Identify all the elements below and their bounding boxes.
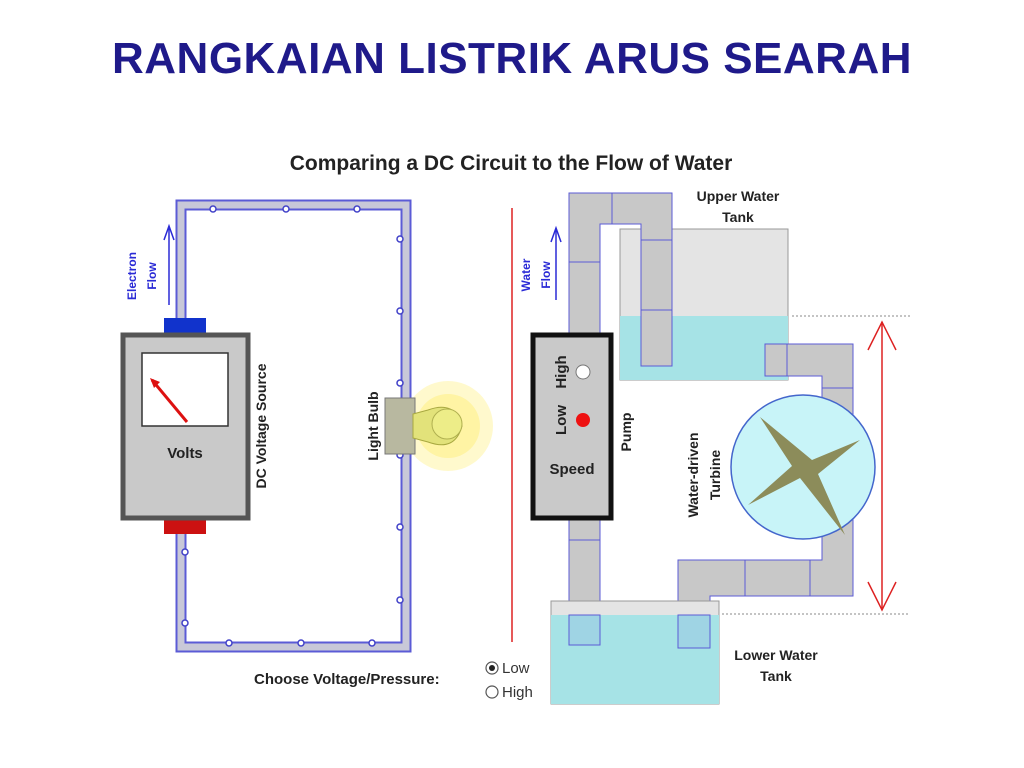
pump-high-indicator — [575, 364, 591, 380]
electron-flow-label-1: Electron — [125, 252, 139, 300]
pump-low-indicator — [576, 413, 590, 427]
water-flow-label-2: Flow — [539, 261, 553, 289]
upper-tank-label-2: Tank — [722, 209, 754, 225]
lower-tank-label-1: Lower Water — [734, 647, 818, 663]
water-turbine — [730, 394, 876, 540]
pump-low-label: Low — [553, 405, 570, 435]
light-bulb — [384, 381, 493, 471]
electron-flow-arrow — [163, 223, 175, 305]
turbine-label-2: Turbine — [707, 450, 723, 501]
height-difference-arrow — [722, 315, 910, 615]
voltmeter-needle — [150, 379, 189, 423]
radio-high[interactable]: High — [485, 684, 533, 701]
diagram-title: Comparing a DC Circuit to the Flow of Wa… — [290, 152, 733, 175]
radio-high-label[interactable]: High — [502, 684, 533, 701]
dc-voltage-source-label: DC Voltage Source — [253, 363, 269, 488]
positive-terminal — [164, 518, 206, 534]
voltmeter-face — [141, 352, 229, 427]
electron-flow-label-2: Flow — [145, 262, 159, 290]
pump-label: Pump — [618, 413, 634, 452]
pump-speed-label: Speed — [549, 461, 594, 478]
pump-high-label: High — [553, 355, 570, 388]
radio-low[interactable]: Low — [485, 660, 530, 677]
radio-low-dot — [489, 665, 495, 671]
lower-tank-label-2: Tank — [760, 668, 792, 684]
turbine-label-1: Water-driven — [685, 432, 701, 517]
pump — [530, 332, 614, 521]
negative-terminal — [164, 318, 206, 334]
choose-voltage-pressure-label: Choose Voltage/Pressure: — [254, 671, 440, 688]
volts-label: Volts — [167, 445, 203, 462]
radio-low-label[interactable]: Low — [502, 660, 530, 677]
water-flow-arrow — [550, 225, 562, 300]
water-flow-label-1: Water — [519, 258, 533, 291]
dc-voltage-source — [120, 318, 251, 534]
lower-water-tank — [550, 600, 720, 705]
upper-tank-label-1: Upper Water — [697, 188, 780, 204]
slide-title: RANGKAIAN LISTRIK ARUS SEARAH — [112, 34, 912, 83]
light-bulb-label: Light Bulb — [365, 391, 381, 460]
